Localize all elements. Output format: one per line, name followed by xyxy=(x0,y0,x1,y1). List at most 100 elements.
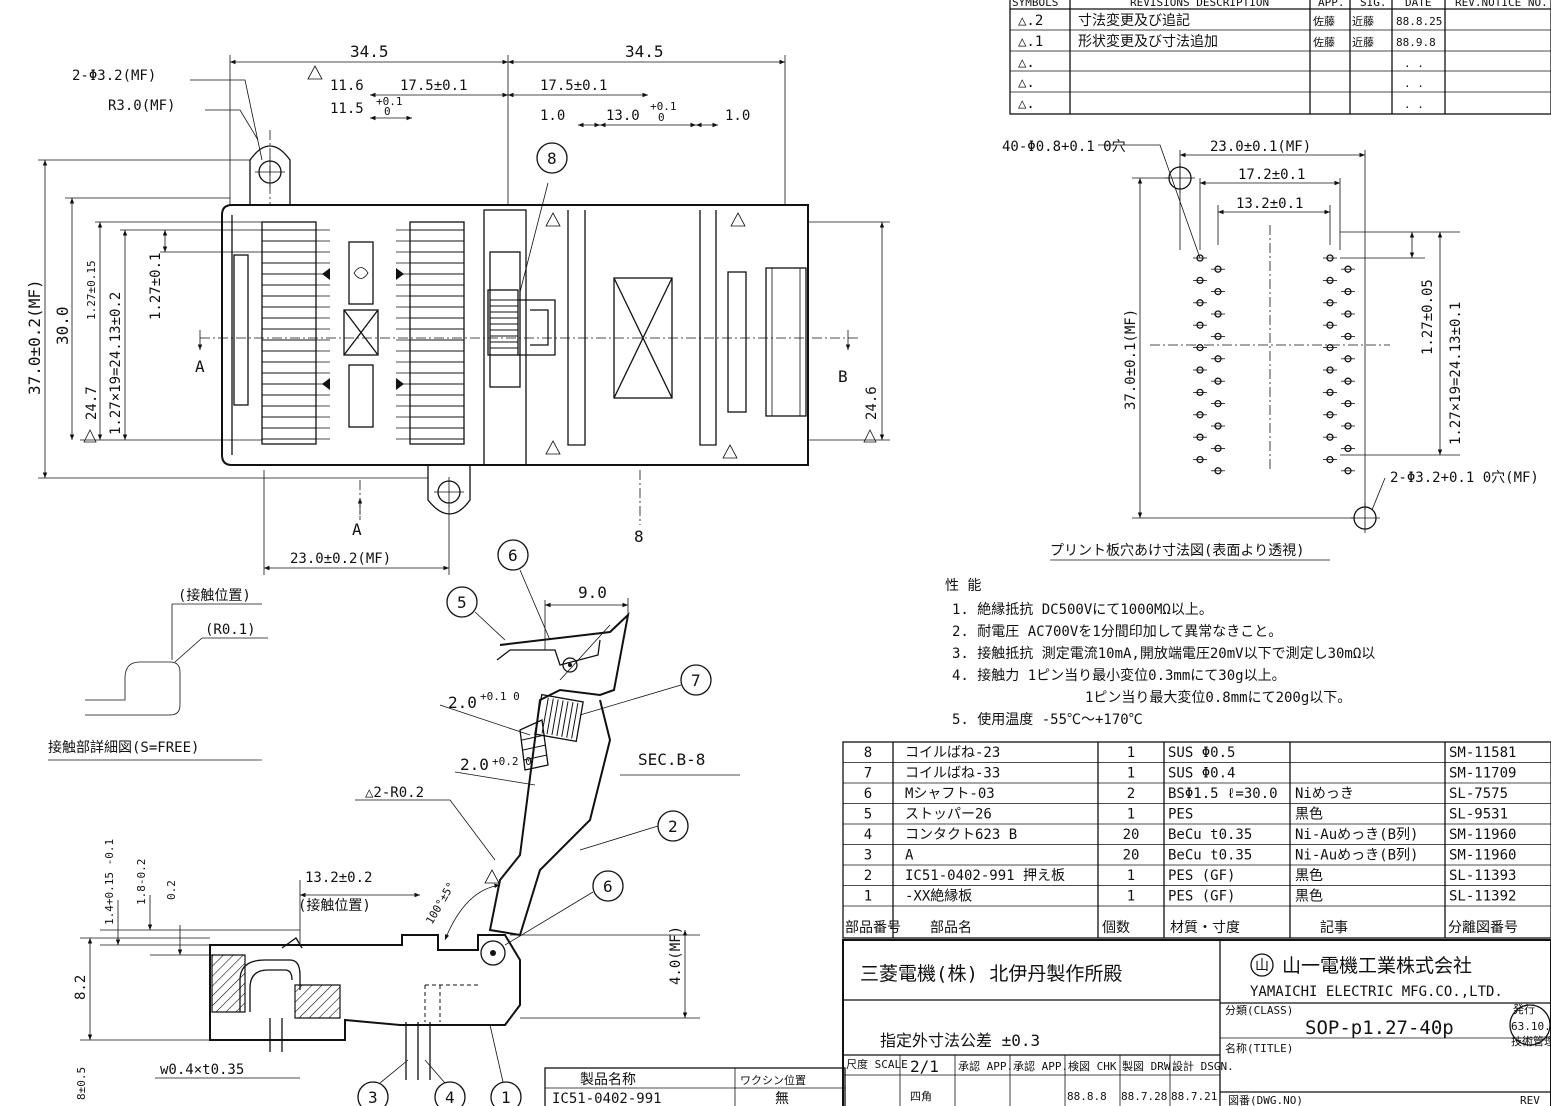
perf-item: 1. 絶縁抵抗 DC500Vにて1000MΩ以上。 xyxy=(952,602,1213,618)
section-label: SEC.B-8 xyxy=(638,750,705,769)
sec-wire: w0.4×t0.35 xyxy=(160,1062,244,1078)
class-label: 分類(CLASS) xyxy=(1225,1004,1293,1017)
parts-cell-no: 2 xyxy=(864,868,872,884)
sec-dim-8-2: 8.2 xyxy=(73,975,89,1000)
company-name-jp: 山一電機工業株式会社 xyxy=(1282,955,1472,977)
parts-cell-dwg: SM-11581 xyxy=(1449,745,1516,761)
balloon-5: 5 xyxy=(457,593,467,612)
parts-cell-note: Ni-Auめっき(B列) xyxy=(1295,848,1418,864)
parts-cell-dwg: SM-11960 xyxy=(1449,827,1516,843)
approval-date: 88.7.21 xyxy=(1171,1090,1217,1103)
dim-13-0: 13.0 xyxy=(606,108,640,124)
parts-cell-note: Ni-Auめっき(B列) xyxy=(1295,827,1418,843)
sec-dim-9: 9.0 xyxy=(578,583,607,602)
parts-header-material: 材質・寸度 xyxy=(1170,920,1240,936)
parts-cell-mat: BeCu t0.35 xyxy=(1168,827,1252,843)
rev-row-date: . . xyxy=(1404,57,1424,70)
parts-cell-qty: 1 xyxy=(1127,868,1135,884)
product-value: 無 xyxy=(775,1091,789,1106)
section-mark-8-bottom: 8 xyxy=(634,527,644,546)
scale-value: 2/1 xyxy=(910,1057,939,1076)
balloon-4: 4 xyxy=(445,1088,455,1106)
pcb-dim-pitch-b: 1.27×19=24.13±0.1 xyxy=(1448,302,1464,445)
parts-header-name: 部品名 xyxy=(930,920,972,936)
dim-pitch-series: 1.27×19=24.13±0.2 xyxy=(108,292,124,435)
sec-angle: 100°±5° xyxy=(423,880,457,927)
parts-cell-dwg: SL-7575 xyxy=(1449,786,1508,802)
parts-cell-name: コイルばね-23 xyxy=(905,745,1000,761)
rev-header-symbols: SYMBOLS xyxy=(1012,0,1058,9)
tolerance-note: 指定外寸法公差 ±0.3 xyxy=(880,1031,1040,1050)
parts-cell-no: 5 xyxy=(864,807,872,823)
detail-radius-label: (R0.1) xyxy=(205,622,256,638)
parts-cell-name: コンタクト623 B xyxy=(905,827,1017,843)
parts-header-qty: 個数 xyxy=(1102,920,1130,936)
dim-1-0-left: 1.0 xyxy=(540,108,565,124)
perf-item: 3. 接触抵抗 測定電流10mA,開放端電圧20mV以下で測定し30mΩ以 xyxy=(952,645,1375,662)
balloon-2: 2 xyxy=(668,817,678,836)
section-mark-a: A xyxy=(195,357,205,376)
rev-header-notice: REV.NOTICE NO. xyxy=(1455,0,1548,9)
dim-tol-zero: 0 xyxy=(384,105,391,118)
dim-1-0-right: 1.0 xyxy=(725,108,750,124)
company-name-en: YAMAICHI ELECTRIC MFG.CO.,LTD. xyxy=(1250,984,1503,1000)
parts-cell-dwg: SM-11960 xyxy=(1449,848,1516,864)
svg-text:発行: 発行 xyxy=(1513,1002,1535,1016)
rev-row-app: 佐藤 xyxy=(1313,14,1335,28)
detail-caption: 接触部詳細図(S=FREE) xyxy=(48,739,199,756)
balloon-6b: 6 xyxy=(603,877,613,896)
perf-title: 性 能 xyxy=(945,578,981,594)
pcb-dim-13-2: 13.2±0.1 xyxy=(1236,196,1303,212)
pcb-hole-view: 40-Φ0.8+0.1 0穴 23.0±0.1(MF) 17.2±0.1 13.… xyxy=(1002,139,1539,561)
product-header-name: 製品名称 xyxy=(580,1072,636,1088)
dim-24-7: 24.7 xyxy=(84,386,100,420)
pcb-hole-spec: 40-Φ0.8+0.1 0穴 xyxy=(1002,139,1126,155)
rev-row-date: . . xyxy=(1404,98,1424,111)
parts-cell-qty: 1 xyxy=(1127,745,1135,761)
pcb-dim-23: 23.0±0.1(MF) xyxy=(1210,139,1311,155)
sec-dim-2-0b: 2.0 xyxy=(460,755,489,774)
revision-table: SYMBOLS REVISIONS DESCRIPTION APP. SIG. … xyxy=(1009,0,1551,115)
dim-width-right: 34.5 xyxy=(625,42,664,61)
rev-row-symbol: △.2 xyxy=(1018,13,1043,29)
rev-row-symbol: △. xyxy=(1018,75,1035,91)
approval-cell: 検図 CHK xyxy=(1068,1059,1117,1073)
rev-row-date: 88.9.8 xyxy=(1396,36,1436,49)
rev-header-date: DATE xyxy=(1405,0,1432,9)
rev-row-sig: 近藤 xyxy=(1352,15,1374,28)
dim-24-6: 24.6 xyxy=(864,386,880,420)
rev-row-description: 形状変更及び寸法追加 xyxy=(1078,33,1218,50)
class-value: SOP-p1.27-40p xyxy=(1305,1017,1454,1039)
parts-header-dwg: 分離図番号 xyxy=(1448,919,1518,936)
parts-cell-mat: PES xyxy=(1168,807,1193,823)
dim-pitch-tol: 1.27±0.15 xyxy=(85,260,98,320)
parts-cell-dwg: SL-11392 xyxy=(1449,889,1516,905)
svg-text:技術管理: 技術管理 xyxy=(1511,1034,1551,1048)
dim-17-5-right: 17.5±0.1 xyxy=(540,78,607,94)
pcb-hole-grid xyxy=(1193,254,1355,475)
product-header-position: ワクシン位置 xyxy=(740,1073,806,1087)
parts-cell-no: 4 xyxy=(864,827,872,843)
title-label: 名称(TITLE) xyxy=(1225,1041,1293,1055)
main-plan-view: 34.5 34.5 2-Φ3.2(MF) R3.0(MF) 11.6 11.5 … xyxy=(25,42,890,575)
parts-cell-dwg: SL-9531 xyxy=(1449,807,1508,823)
balloon-3: 3 xyxy=(368,1088,378,1106)
product-part-no: IC51-0402-991 xyxy=(552,1091,662,1106)
approval-date: 88.7.28 xyxy=(1121,1090,1167,1103)
pcb-dim-37: 37.0±0.1(MF) xyxy=(1123,309,1139,410)
parts-cell-name: A xyxy=(905,848,914,864)
rev-header-app: APP. xyxy=(1318,0,1345,9)
rev-row-symbol: △. xyxy=(1018,55,1035,71)
sec-dim-0-2: 0.2 xyxy=(165,880,178,900)
section-view: 9.0 2.0 +0.1 0 2.0 +0.2 0 SEC.B-8 △2-R0.… xyxy=(73,539,740,1106)
approval-cell: 承認 APP. xyxy=(1013,1059,1068,1073)
approval-cell: 製図 DRW. xyxy=(1122,1059,1177,1073)
section-mark-a-bottom: A xyxy=(352,520,362,539)
parts-cell-note: 黒色 xyxy=(1295,867,1323,884)
contact-detail-view: (接触位置) (R0.1) 接触部詳細図(S=FREE) xyxy=(48,587,268,761)
mount-hole-label: 2-Φ3.2(MF) xyxy=(72,68,156,84)
sec-dim-13-2: 13.2±0.2 xyxy=(305,870,372,886)
rev-row-symbol: △.1 xyxy=(1018,34,1043,50)
sec-dim-tol-a: +0.1 0 xyxy=(480,690,520,703)
